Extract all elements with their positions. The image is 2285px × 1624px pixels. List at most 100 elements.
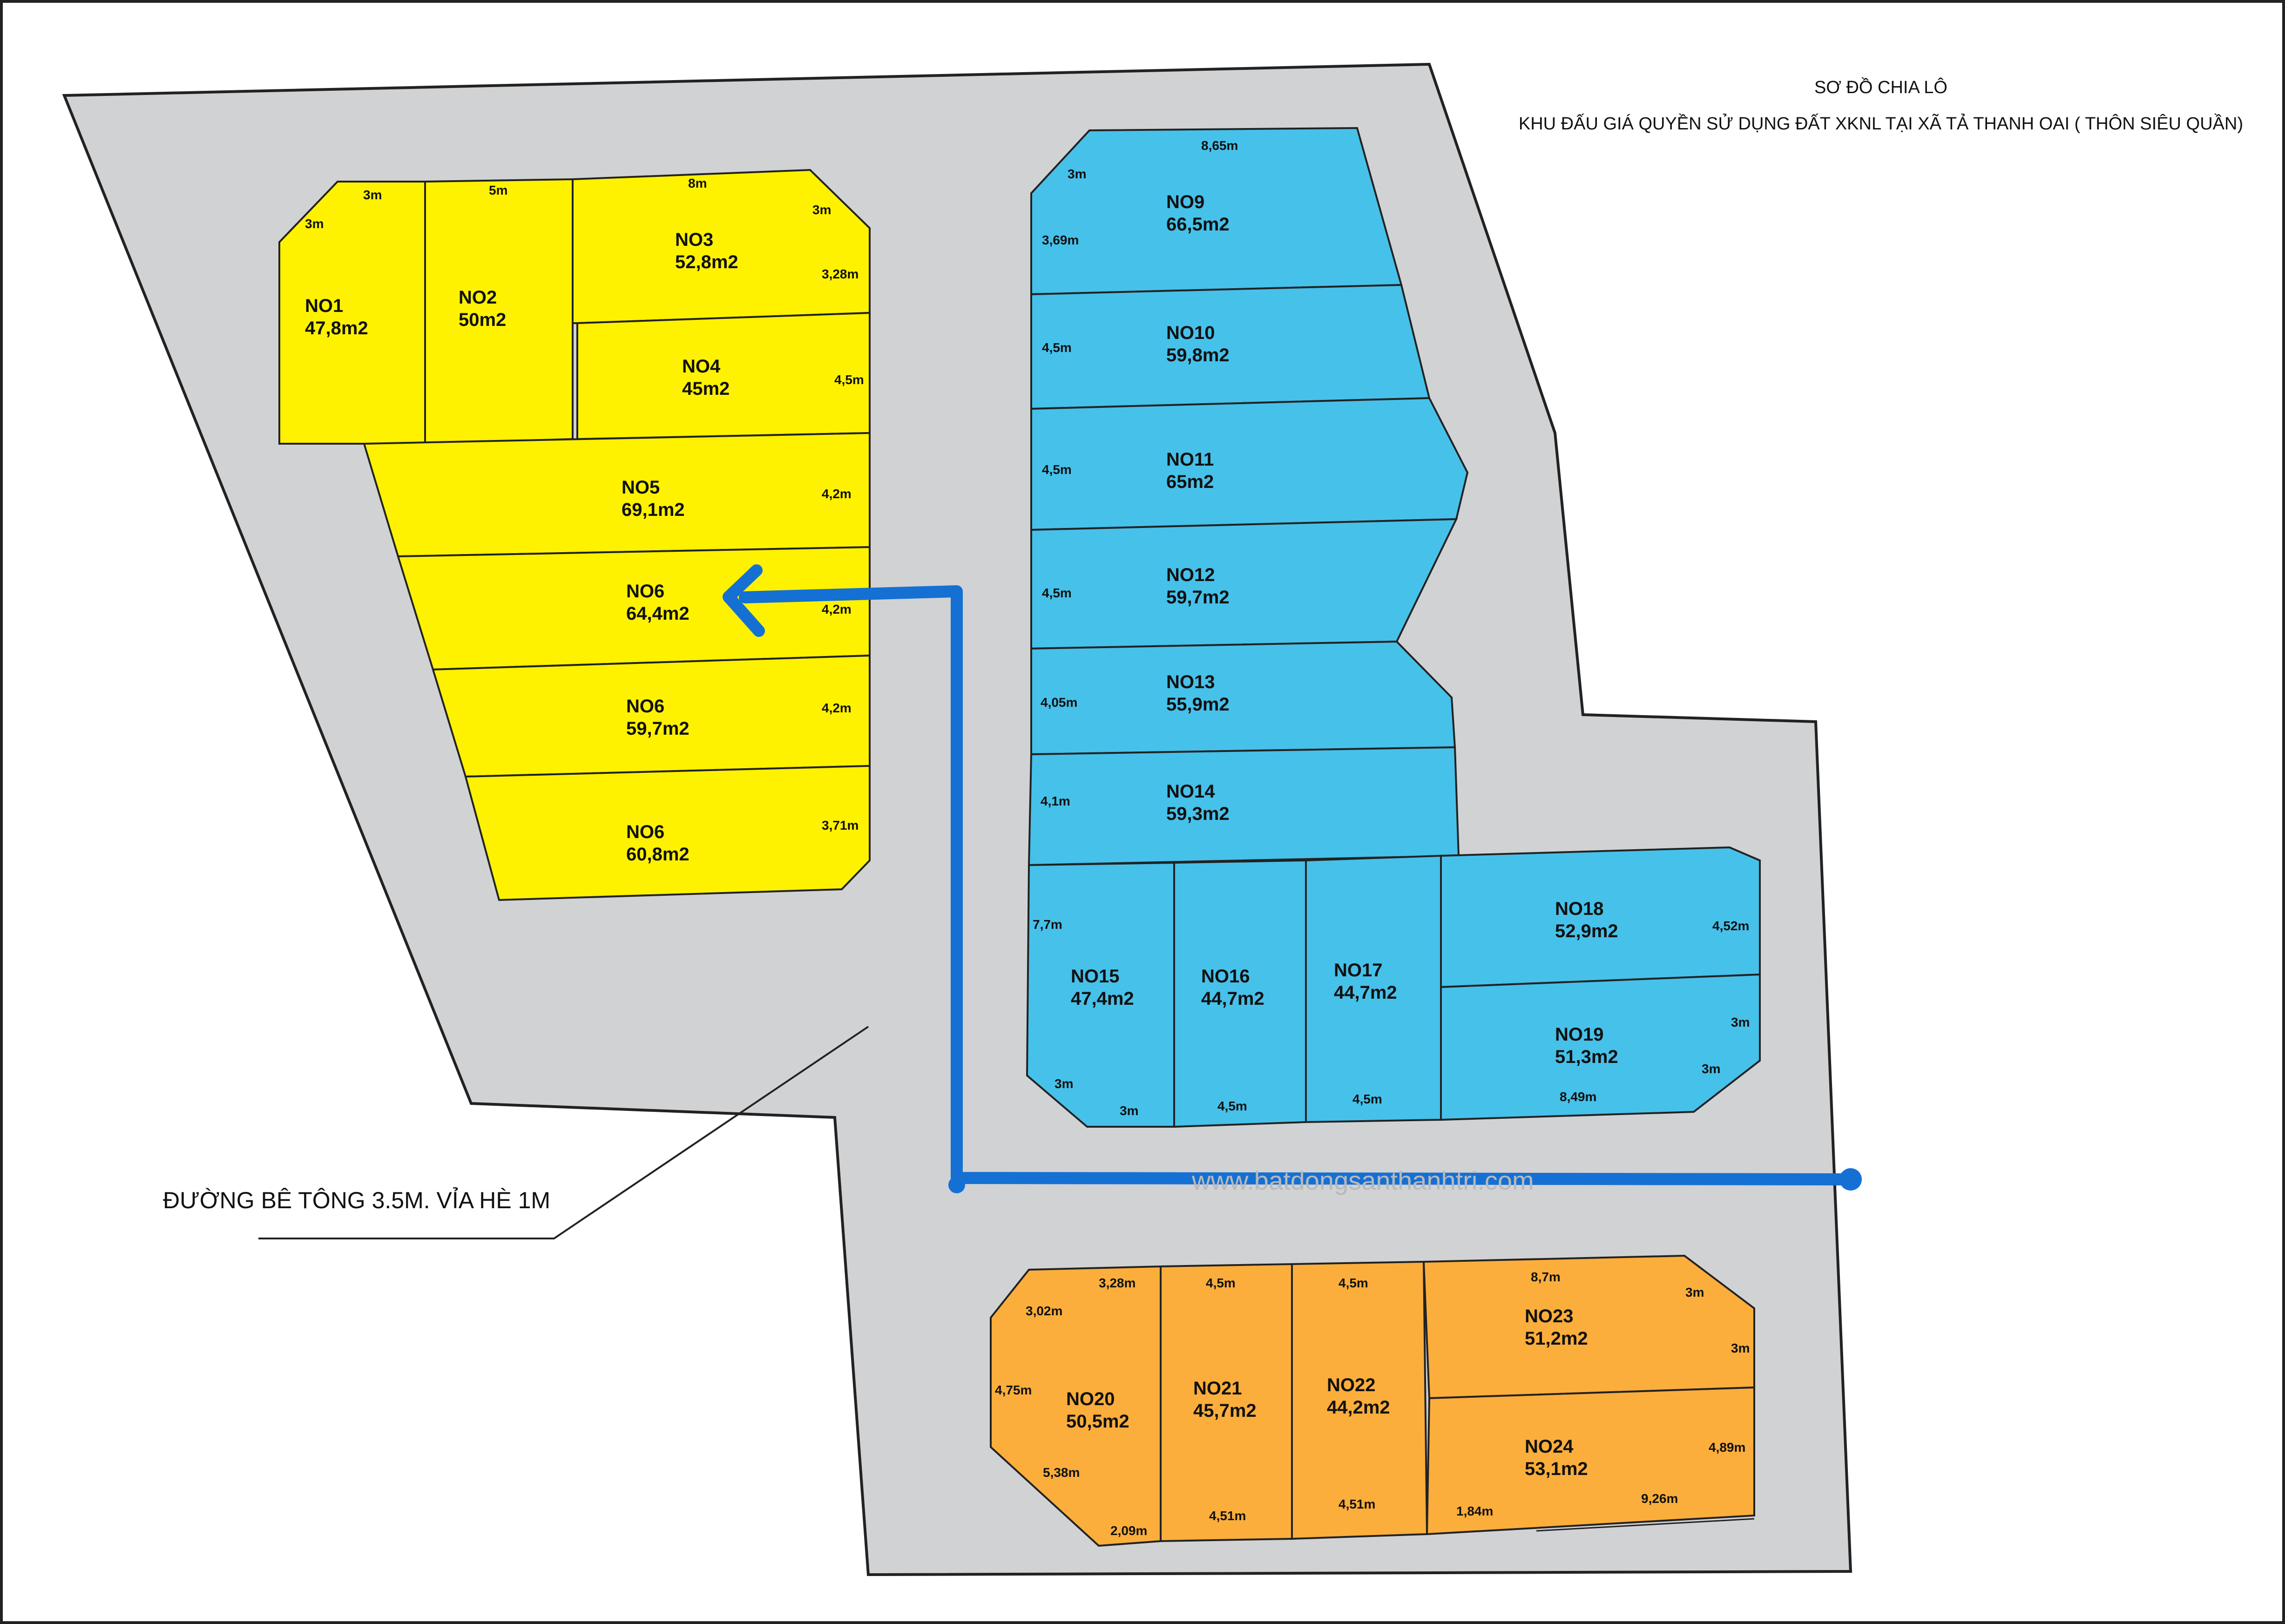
lot-label-name: NO14: [1166, 781, 1215, 802]
title-line-2: KHU ĐẤU GIÁ QUYỀN SỬ DỤNG ĐẤT XKNL TẠI X…: [1519, 113, 2243, 134]
dimension-label: 4,5m: [1042, 586, 1072, 600]
dimension-label: 2,09m: [1110, 1523, 1147, 1538]
dimension-label: 4,5m: [1042, 462, 1072, 477]
lot-no24[interactable]: [1426, 1386, 1755, 1536]
lot-no4[interactable]: [576, 311, 871, 440]
dimension-label: 3m: [363, 188, 382, 202]
lot-label-name: NO6: [626, 696, 664, 717]
lot-no23[interactable]: [1422, 1254, 1755, 1400]
dimension-label: 4,05m: [1041, 695, 1077, 710]
lot-group-yellow: [278, 169, 871, 901]
dimension-label: 3m: [1731, 1341, 1750, 1355]
dimension-label: 8,65m: [1201, 138, 1238, 153]
lot-label-name: NO12: [1166, 565, 1215, 585]
dimension-label: 7,7m: [1033, 917, 1062, 932]
route-line: [739, 585, 1857, 1185]
lot-label-name: NO1: [305, 296, 343, 316]
dimension-label: 4,1m: [1041, 794, 1070, 808]
road-label: ĐƯỜNG BÊ TÔNG 3.5M. VỈA HÈ 1M: [163, 1187, 550, 1213]
dimension-label: 3m: [812, 203, 831, 217]
dimension-label: 5m: [489, 183, 507, 197]
dimension-label: 3,28m: [822, 267, 859, 281]
dimension-label: 3m: [1120, 1103, 1138, 1118]
dimension-label: 3m: [1685, 1285, 1704, 1299]
dimension-label: 4,2m: [822, 701, 852, 715]
lot-label-area: 51,3m2: [1555, 1047, 1618, 1067]
dimension-label: 3m: [1702, 1062, 1720, 1076]
lot-label-area: 44,7m2: [1334, 982, 1397, 1003]
lot-label-name: NO6: [626, 822, 664, 842]
lot-label-name: NO22: [1327, 1375, 1376, 1395]
lot-label-name: NO20: [1066, 1389, 1115, 1409]
lot-label-area: 66,5m2: [1166, 214, 1230, 235]
dimension-label: 4,5m: [1206, 1276, 1236, 1290]
lot-label-name: NO17: [1334, 960, 1383, 981]
lot-no11[interactable]: [1030, 397, 1469, 531]
dimension-label: 3,28m: [1099, 1276, 1136, 1290]
dimension-label: 4,75m: [995, 1383, 1032, 1397]
route-corner-dot: [948, 1177, 965, 1193]
dimension-label: 3m: [1055, 1076, 1073, 1091]
lot-label-name: NO11: [1166, 449, 1214, 470]
dimension-label: 3,69m: [1042, 233, 1079, 247]
lot-no12[interactable]: [1030, 518, 1458, 650]
lot-label-area: 60,8m2: [626, 844, 690, 865]
dimension-label: 4,5m: [1217, 1099, 1247, 1113]
lot-group-orange: [990, 1254, 1755, 1547]
dimension-label: 4,2m: [822, 602, 852, 616]
lot-label-area: 50m2: [459, 310, 506, 330]
lot-no14[interactable]: [1028, 746, 1460, 866]
dimension-label: 4,52m: [1712, 919, 1749, 933]
lot-no15[interactable]: [1026, 861, 1175, 1128]
dimension-label: 4,5m: [1352, 1092, 1382, 1106]
lot-label-area: 47,8m2: [305, 318, 368, 338]
lot-label-name: NO3: [675, 230, 713, 250]
dimension-label: 8,49m: [1560, 1089, 1596, 1104]
lot-label-name: NO23: [1525, 1306, 1574, 1326]
dimension-label: 4,89m: [1709, 1440, 1745, 1455]
lot-no9[interactable]: [1030, 127, 1403, 296]
lot-label-area: 59,3m2: [1166, 804, 1230, 824]
lot-label-area: 45,7m2: [1193, 1401, 1257, 1421]
lot-no6c[interactable]: [464, 765, 871, 901]
lot-label-name: NO9: [1166, 192, 1204, 212]
lot-no13[interactable]: [1030, 640, 1456, 756]
lot-label-area: 59,7m2: [626, 718, 690, 739]
dimension-label: 5,38m: [1043, 1465, 1080, 1480]
dimension-label: 3,71m: [822, 818, 859, 832]
lot-no1[interactable]: [278, 181, 426, 445]
lot-label-name: NO19: [1555, 1024, 1604, 1045]
dimension-label: 8m: [688, 176, 707, 190]
lot-no5[interactable]: [363, 432, 871, 558]
lot-no10[interactable]: [1030, 284, 1431, 410]
lot-group-blue: [1026, 127, 1761, 1128]
lot-label-name: NO13: [1166, 672, 1215, 692]
dimension-label: 1,84m: [1456, 1504, 1493, 1518]
dimension-label: 3,02m: [1026, 1304, 1062, 1318]
lot-label-name: NO10: [1166, 323, 1215, 343]
lot-no3[interactable]: [572, 169, 871, 324]
route-arrowhead: [723, 564, 765, 637]
lot-label-name: NO6: [626, 581, 664, 602]
route-end-dot: [1839, 1168, 1862, 1191]
dimension-label: 4,2m: [822, 487, 852, 501]
lot-label-area: 44,7m2: [1201, 988, 1264, 1009]
lot-label-area: 45m2: [682, 379, 730, 399]
dimension-label: 9,26m: [1641, 1491, 1678, 1506]
dimension-label: 4,51m: [1209, 1509, 1246, 1523]
dimension-label: 4,5m: [1339, 1276, 1368, 1290]
lot-no19[interactable]: [1440, 973, 1761, 1121]
dimension-label: 3m: [305, 217, 324, 231]
lot-no18[interactable]: [1440, 846, 1761, 988]
lot-label-name: NO5: [622, 477, 660, 498]
lot-label-area: 69,1m2: [622, 500, 685, 520]
lot-label-name: NO16: [1201, 966, 1250, 987]
dimension-label: 4,51m: [1339, 1497, 1375, 1511]
lot-label-name: NO24: [1525, 1436, 1574, 1457]
lot-label-area: 55,9m2: [1166, 694, 1230, 715]
lot-label-name: NO15: [1071, 966, 1120, 987]
lot-label-area: 53,1m2: [1525, 1459, 1588, 1479]
dimension-label: 3m: [1068, 167, 1086, 181]
lot-label-area: 52,9m2: [1555, 921, 1618, 941]
